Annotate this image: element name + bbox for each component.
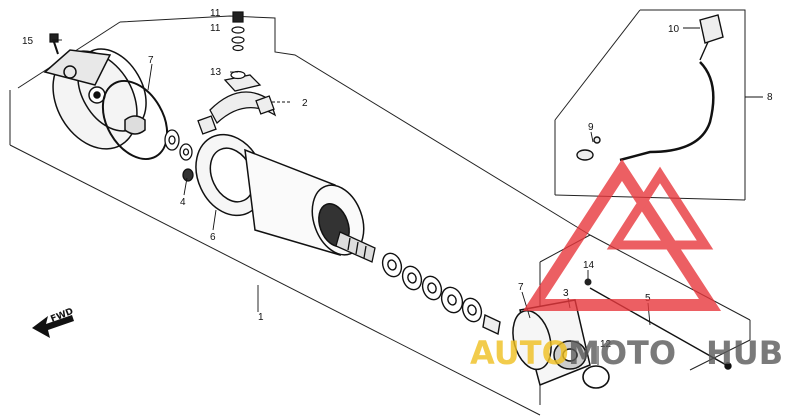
fwd-arrow: FWD bbox=[32, 307, 75, 338]
callout-13: 13 bbox=[210, 67, 222, 78]
watermark-logo: AUTO MOTO HUB bbox=[470, 159, 783, 372]
watermark-text-hub: HUB bbox=[706, 334, 783, 372]
callout-12: 12 bbox=[600, 339, 612, 350]
callout-15: 15 bbox=[22, 36, 34, 47]
nut-washer-stack bbox=[230, 11, 246, 80]
watermark-triangle-inner bbox=[606, 166, 714, 250]
callout-3: 3 bbox=[563, 288, 569, 299]
callout-14: 14 bbox=[583, 260, 595, 271]
callout-10: 10 bbox=[668, 24, 680, 35]
bolt-15 bbox=[49, 33, 59, 55]
shim-washers bbox=[381, 252, 501, 336]
callout-2: 2 bbox=[302, 98, 308, 109]
watermark-text-moto: MOTO bbox=[568, 334, 676, 372]
leader-lines bbox=[52, 27, 763, 365]
pin-14 bbox=[584, 278, 592, 286]
callout-9: 9 bbox=[588, 122, 594, 133]
callout-labels: 1 2 3 4 5 6 7 7 8 9 10 11 11 12 13 14 15 bbox=[22, 8, 773, 350]
o-ring-12 bbox=[582, 365, 610, 389]
washers-left bbox=[164, 129, 194, 182]
callout-8: 8 bbox=[767, 92, 773, 103]
armature-shaft bbox=[335, 231, 376, 263]
brush-holder-2 bbox=[197, 74, 277, 135]
front-cover-3 bbox=[512, 299, 591, 387]
callout-7-left: 7 bbox=[148, 55, 154, 66]
callout-7-right: 7 bbox=[518, 282, 524, 293]
callout-5: 5 bbox=[645, 293, 651, 304]
callout-11-bottom: 11 bbox=[210, 23, 221, 34]
callout-6: 6 bbox=[210, 232, 216, 243]
rear-cover bbox=[43, 48, 147, 150]
callout-11-top: 11 bbox=[210, 8, 221, 19]
cable-harness-8 bbox=[576, 14, 724, 162]
o-ring-7-left bbox=[101, 80, 169, 160]
watermark-triangle-outer bbox=[522, 159, 722, 311]
callout-4: 4 bbox=[180, 197, 186, 208]
watermark-text-auto: AUTO bbox=[470, 334, 569, 372]
callout-1: 1 bbox=[258, 312, 264, 323]
